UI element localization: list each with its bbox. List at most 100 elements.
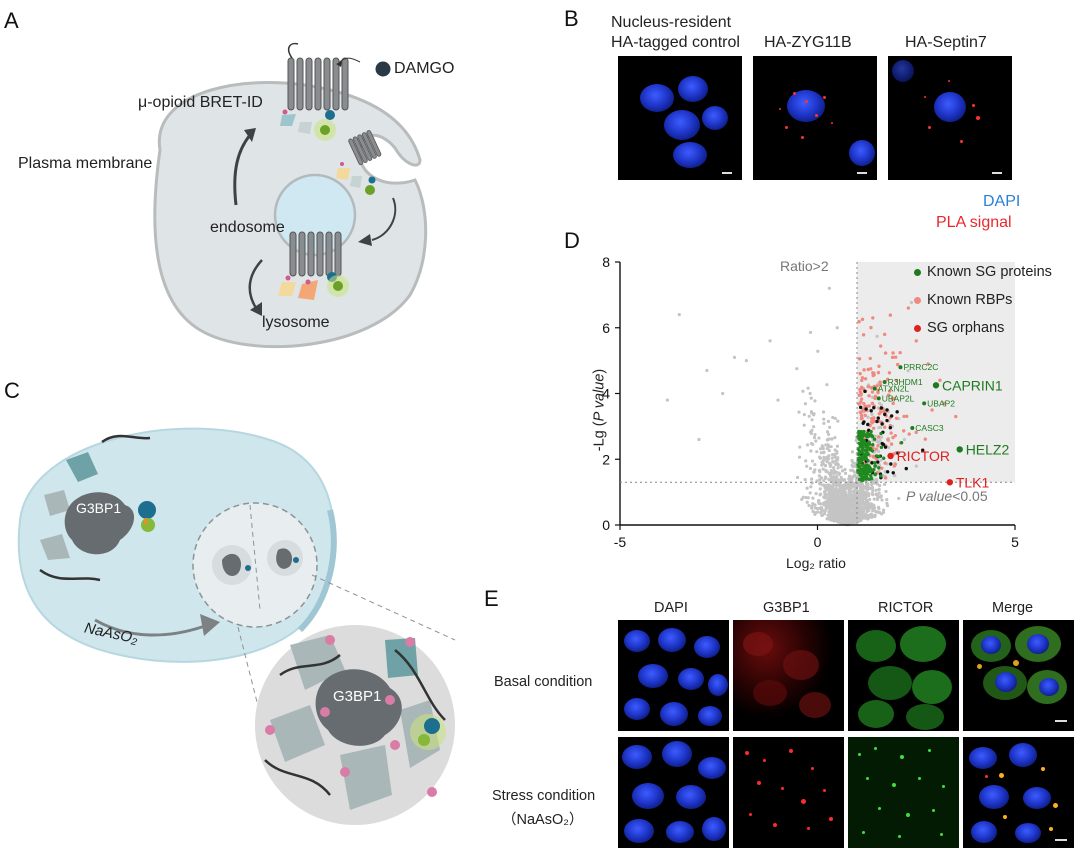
data-point-rbp (895, 362, 900, 367)
data-point (850, 477, 854, 482)
data-point (818, 506, 822, 510)
data-point-rbp (862, 402, 866, 406)
d-threshold-label: Ratio>2 (780, 258, 829, 274)
data-point (854, 438, 858, 443)
data-point-sg (869, 473, 873, 478)
data-point (808, 466, 813, 471)
data-point-rbp (888, 313, 893, 317)
data-point (838, 516, 842, 520)
data-point (839, 465, 843, 469)
data-point (878, 511, 882, 515)
data-point (768, 339, 772, 343)
data-point (829, 509, 833, 513)
data-point-sg (877, 454, 881, 459)
data-point-other (896, 451, 900, 455)
data-point-rbp (876, 444, 880, 448)
data-point (825, 446, 829, 451)
data-point (851, 489, 855, 494)
b-col3: HA-Septin7 (905, 34, 987, 51)
data-point (821, 467, 825, 471)
data-point (874, 492, 878, 496)
point-label: CASC3 (915, 423, 944, 433)
data-point (871, 480, 875, 484)
data-point (852, 521, 856, 525)
data-point (827, 448, 831, 453)
data-point (803, 402, 808, 406)
e-col-g3bp1: G3BP1 (763, 600, 810, 616)
data-point (875, 479, 879, 483)
label-receptor: μ-opioid BRET-ID (138, 94, 263, 111)
data-point (817, 501, 821, 506)
data-point (827, 483, 831, 487)
data-point (805, 500, 809, 504)
data-point (840, 469, 845, 473)
data-point (866, 517, 870, 521)
data-point (822, 417, 826, 421)
y-tick-label: 6 (602, 320, 610, 336)
data-point (873, 515, 877, 519)
data-point-other (885, 418, 889, 423)
data-point (877, 507, 881, 511)
data-point (804, 495, 808, 500)
x-tick-label: 5 (1011, 534, 1019, 550)
data-point (840, 520, 844, 524)
data-point (828, 497, 832, 502)
data-point (835, 444, 840, 448)
data-point-sg (867, 434, 871, 438)
data-point (832, 468, 836, 473)
data-point (677, 313, 681, 317)
data-point (822, 479, 826, 483)
data-point (858, 503, 862, 507)
data-point (848, 474, 852, 478)
data-point-sg (899, 441, 904, 445)
data-point (816, 349, 820, 353)
data-point-rbp (863, 377, 868, 381)
data-point (805, 464, 809, 468)
data-point (832, 506, 836, 510)
data-point (869, 483, 874, 487)
data-point-rbp (867, 394, 871, 398)
data-point (835, 451, 839, 455)
data-point-other (889, 462, 893, 466)
data-point (809, 411, 814, 415)
data-point (877, 463, 881, 467)
labeled-point (956, 446, 963, 453)
data-point (848, 514, 852, 518)
data-point (808, 430, 813, 434)
data-point (811, 496, 815, 500)
data-point-other (866, 422, 870, 427)
data-point-sg (879, 474, 883, 478)
data-point (825, 383, 829, 387)
data-point (803, 478, 807, 482)
data-point (878, 484, 882, 488)
data-point (862, 502, 866, 506)
data-point-rbp (878, 380, 882, 384)
data-point-rbp (888, 389, 892, 393)
e-img-stress-dapi (618, 737, 729, 848)
data-point-sg (860, 463, 865, 467)
data-point (881, 508, 886, 512)
c-label-g3bp1-zoom: G3BP1 (333, 688, 382, 705)
data-point (820, 463, 824, 467)
data-point (836, 513, 840, 517)
data-point (810, 418, 814, 422)
labeled-point (887, 452, 894, 460)
data-point-other (885, 408, 889, 412)
panel-a-letter: A (4, 8, 19, 33)
data-point (861, 485, 865, 489)
data-point (809, 396, 813, 400)
data-point (937, 324, 942, 328)
data-point (835, 471, 839, 475)
data-point (821, 410, 826, 414)
data-point-sg (871, 468, 876, 472)
data-point-sg (873, 472, 877, 477)
data-point (833, 482, 837, 486)
data-point (797, 410, 801, 414)
data-point-sg (873, 464, 878, 468)
x-tick-label: 0 (814, 534, 822, 550)
data-point-rbp (890, 355, 895, 360)
data-point (843, 471, 848, 476)
data-point (838, 508, 842, 512)
data-point (813, 512, 817, 516)
data-point (862, 496, 866, 500)
